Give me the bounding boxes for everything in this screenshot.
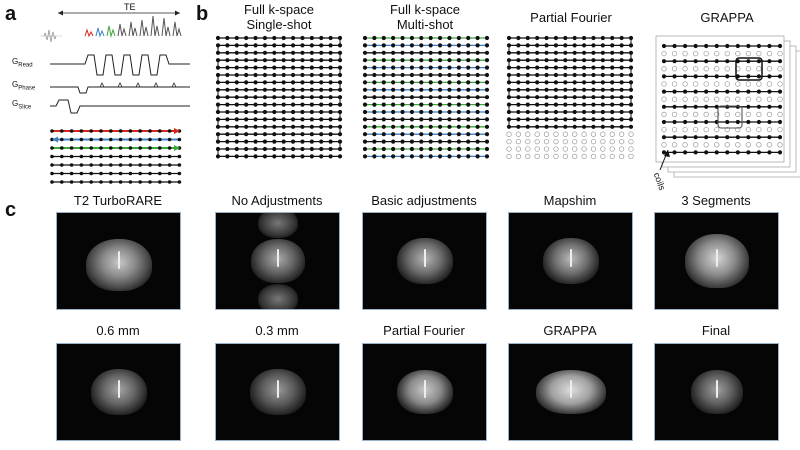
mri-image-3-segments <box>654 212 779 310</box>
panel-label-b: b <box>196 3 209 25</box>
kspace-partial-fourier <box>506 35 634 160</box>
image-label-final: Final <box>701 323 731 338</box>
gradient-slice-label: GSlice <box>12 99 32 111</box>
image-label-0-3-mm: 0.3 mm <box>255 323 299 338</box>
scheme-title-grappa: GRAPPA <box>700 10 754 25</box>
gradient-phase-label: GPhase <box>12 80 36 92</box>
kspace-multi-shot <box>362 35 490 159</box>
gradient-read-label: GRead <box>12 57 33 69</box>
panel-label-a: a <box>5 3 17 25</box>
image-label-t2-turborare: T2 TurboRARE <box>73 193 163 208</box>
mri-image-partial-fourier <box>362 343 487 441</box>
image-label-no-adjustments: No Adjustments <box>231 193 323 208</box>
trajectory-grid <box>50 128 182 184</box>
image-label-partial-fourier: Partial Fourier <box>383 323 465 338</box>
sequence-svg <box>40 10 190 184</box>
mri-image-0-3-mm <box>215 343 340 441</box>
mri-image-basic-adjustments <box>362 212 487 310</box>
sequence-diagram: TE GRead GPhase GSlice <box>12 0 195 190</box>
image-label-mapshim: Mapshim <box>543 193 597 208</box>
mri-image-no-adjustments <box>215 212 340 310</box>
scheme-title-partial-fourier: Partial Fourier <box>530 10 612 25</box>
image-label-3-segments: 3 Segments <box>681 193 751 208</box>
kspace-single-shot <box>215 35 343 159</box>
image-label-0-6-mm: 0.6 mm <box>96 323 140 338</box>
echo-train <box>84 15 182 38</box>
mri-image-grappa <box>508 343 633 441</box>
mri-image-t2-turborare <box>56 212 181 310</box>
kspace-schemes-svg <box>215 35 800 178</box>
mri-image-0-6-mm <box>56 343 181 441</box>
te-label: TE <box>124 2 136 12</box>
mri-image-final <box>654 343 779 441</box>
mri-image-mapshim <box>508 212 633 310</box>
image-label-basic-adjustments: Basic adjustments <box>371 193 477 208</box>
panel-label-c: c <box>5 199 17 221</box>
image-label-grappa: GRAPPA <box>543 323 597 338</box>
kspace-grappa <box>655 35 800 178</box>
